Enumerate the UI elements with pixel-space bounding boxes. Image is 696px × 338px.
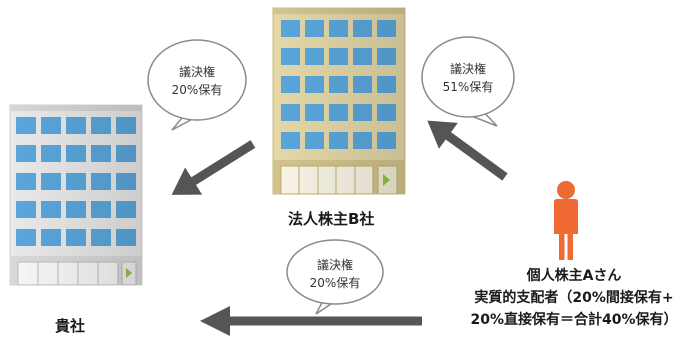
shareholder-a-line3: 20%直接保有＝合計40%保有） — [470, 312, 678, 328]
bubble-line: 議決権 — [178, 65, 215, 79]
shareholder-a-label: 個人株主Aさん 実質的支配者（20%間接保有+ 20%直接保有＝合計40%保有） — [452, 265, 696, 331]
bubble-line: 51%保有 — [442, 80, 494, 94]
arrow-icon — [171, 140, 256, 195]
arrow-icon — [200, 306, 422, 336]
arrows — [171, 120, 508, 336]
own-company-building-icon — [9, 104, 143, 286]
company-b-label: 法人株主B社 — [288, 210, 375, 228]
speech-bubbles — [147, 36, 515, 315]
own-company-label: 貴社 — [55, 317, 86, 335]
shareholder-a-name: 個人株主Aさん — [526, 268, 622, 284]
bubble-line: 20%保有 — [171, 83, 223, 97]
person-icon — [554, 181, 578, 260]
speech-bubble-icon — [147, 39, 247, 131]
bubble-b-to-own-text: 議決権 20%保有 — [152, 63, 242, 99]
bubble-line: 議決権 — [316, 258, 353, 272]
speech-bubble-icon — [421, 36, 515, 127]
company-b-building-icon — [272, 7, 406, 195]
bubble-line: 20%保有 — [309, 276, 361, 290]
speech-bubble-icon — [286, 239, 384, 315]
bubble-a-to-b-text: 議決権 51%保有 — [424, 60, 512, 96]
arrow-icon — [427, 120, 508, 181]
bubble-line: 議決権 — [449, 62, 486, 76]
shareholder-a-line2: 実質的支配者（20%間接保有+ — [474, 290, 674, 306]
bubble-a-to-own-text: 議決権 20%保有 — [288, 256, 382, 292]
